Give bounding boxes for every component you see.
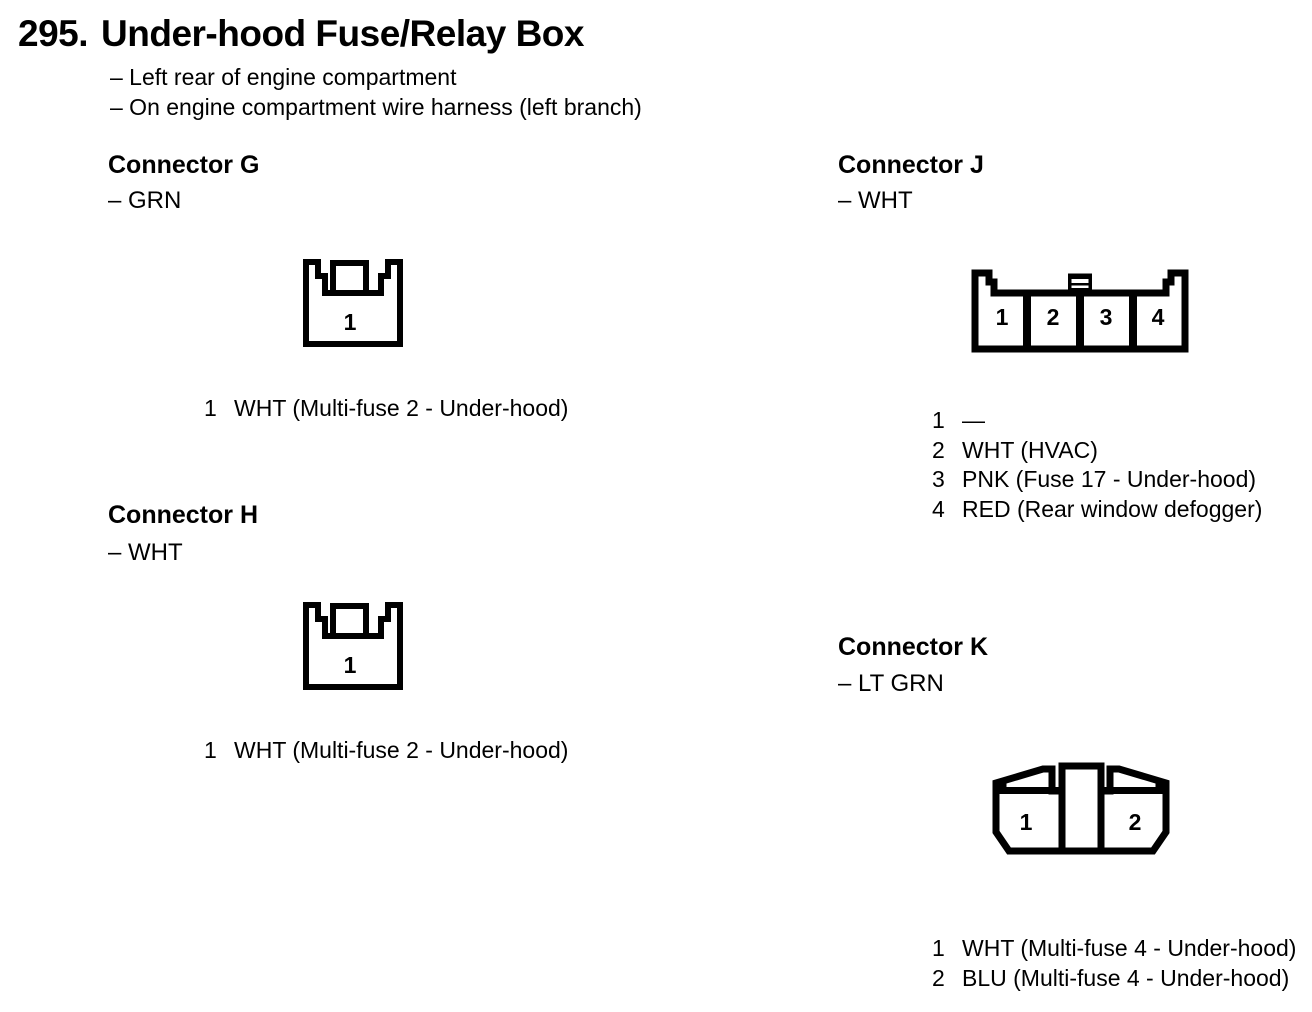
connector-g-heading: Connector G [108,151,260,179]
connector-j-cavity-dividers [1023,293,1137,349]
connector-k-heading: Connector K [838,633,988,661]
connector-j-pin-row: 3 PNK (Fuse 17 - Under-hood) [932,465,1262,495]
connector-j-cavity-number: 3 [1100,304,1113,330]
pin-description: — [962,407,985,433]
location-lines: – Left rear of engine compartment – On e… [110,62,642,122]
pin-number: 1 [932,407,945,433]
latch-slot [1071,285,1089,288]
connector-h-diagram: 1 [303,602,403,690]
connector-k-cavity-number: 1 [1020,809,1033,835]
connector-k-wire-color: – LT GRN [838,670,944,697]
pin-number: 3 [932,466,945,492]
connector-g-cavity-number: 1 [344,309,357,335]
connector-g-diagram: 1 [303,259,403,347]
connector-g-pin-row: 1 WHT (Multi-fuse 2 - Under-hood) [204,394,568,424]
connector-k-pin-list: 1 WHT (Multi-fuse 4 - Under-hood) 2 BLU … [932,934,1296,993]
connector-j-diagram: 1 2 3 4 [971,269,1189,353]
connector-h-pin-row: 1 WHT (Multi-fuse 2 - Under-hood) [204,736,568,766]
pin-description: PNK (Fuse 17 - Under-hood) [962,466,1257,492]
pin-number: 1 [204,395,217,421]
page-title-row: 295. Under-hood Fuse/Relay Box [18,12,584,56]
pin-number: 1 [204,737,217,763]
location-line-2: – On engine compartment wire harness (le… [110,94,642,120]
connector-k-diagram: 1 2 [992,762,1170,855]
latch-slot [1071,279,1089,283]
page-number: 295. [18,13,89,54]
connector-k-pin-row: 2 BLU (Multi-fuse 4 - Under-hood) [932,964,1296,994]
connector-j-heading: Connector J [838,151,984,179]
pin-description: WHT (Multi-fuse 4 - Under-hood) [962,935,1297,961]
connector-j-latch [1068,273,1092,293]
connector-j-wire-color: – WHT [838,187,913,214]
pin-number: 2 [932,964,945,991]
pin-description: BLU (Multi-fuse 4 - Under-hood) [962,964,1290,991]
connector-g-wire-color: – GRN [108,187,182,214]
connector-k-center-channel [1058,766,1105,851]
connector-k-inner-rims [999,780,1163,794]
pin-description: WHT (HVAC) [962,436,1098,463]
connector-j-pin-list: 1 — 2 WHT (HVAC) 3 PNK (Fuse 17 - Under-… [932,406,1262,524]
connector-g-outline [303,259,403,347]
connector-k-cavity-number: 2 [1129,809,1142,835]
pin-description: RED (Rear window defogger) [962,495,1263,522]
connector-g-center-tab [330,260,369,296]
pin-number: 2 [932,436,945,463]
connector-k-pin-row: 1 WHT (Multi-fuse 4 - Under-hood) [932,934,1296,964]
connector-j-pin-row: 4 RED (Rear window defogger) [932,495,1262,525]
connector-j-cavity-number: 4 [1152,304,1165,330]
connector-h-cavity-number: 1 [344,652,357,678]
page-title: Under-hood Fuse/Relay Box [101,13,584,54]
connector-h-heading: Connector H [108,501,258,529]
location-line-1: – Left rear of engine compartment [110,64,457,90]
connector-h-center-tab [330,603,369,639]
connector-j-pin-row: 2 WHT (HVAC) [932,436,1262,466]
connector-h-wire-color: – WHT [108,539,183,566]
connector-j-cavity-number: 1 [996,304,1009,330]
connector-h-outline [303,602,403,690]
pin-description: WHT (Multi-fuse 2 - Under-hood) [234,395,569,421]
pin-number: 4 [932,495,945,522]
pin-number: 1 [932,935,945,961]
pin-description: WHT (Multi-fuse 2 - Under-hood) [234,737,569,763]
connector-j-pin-row: 1 — [932,406,1262,436]
connector-j-cavity-number: 2 [1047,304,1060,330]
